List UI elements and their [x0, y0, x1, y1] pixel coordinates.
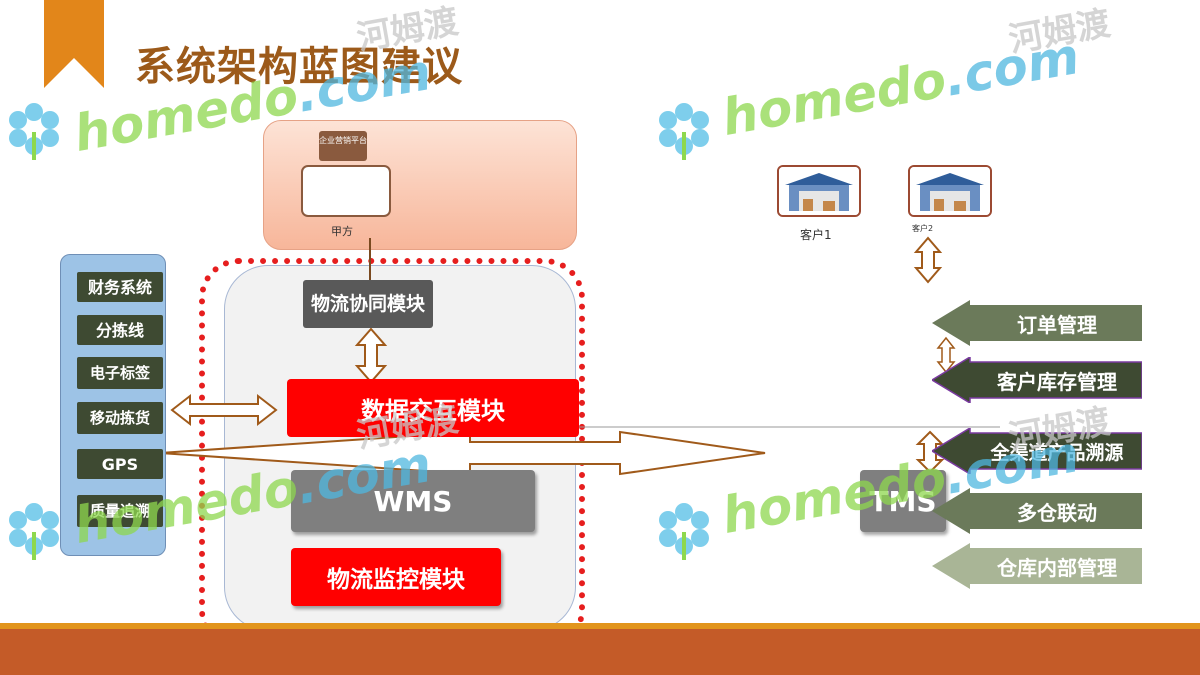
client-screen-icon	[301, 165, 391, 217]
corner-tab-icon	[44, 0, 104, 88]
warehouse-icon	[777, 165, 861, 217]
logistics-monitor-module: 物流监控模块	[291, 548, 501, 606]
client-logo-chip: 企业营销平台	[319, 131, 367, 161]
customer-1-label: 客户1	[800, 228, 832, 242]
warehouse-icon	[908, 165, 992, 217]
collab-data-arrow	[354, 327, 388, 384]
left-system-arrow	[170, 393, 278, 427]
customer-2-label: 客户2	[912, 224, 934, 233]
wms-tms-arrow	[159, 430, 766, 476]
system-sorting-line: 分拣线	[77, 315, 163, 345]
data-exchange-module: 数据交互模块	[287, 379, 579, 437]
watermark-flower-icon	[9, 503, 59, 560]
banner-label: 多仓联动	[1017, 500, 1097, 525]
watermark-flower-icon	[9, 103, 59, 160]
system-finance: 财务系统	[77, 272, 163, 302]
banner-product-trace: 全渠道产品溯源	[932, 428, 1142, 474]
footer-accent-line	[0, 623, 1200, 629]
tms-module: TMS	[860, 470, 946, 532]
watermark-flower-icon	[659, 103, 709, 160]
banner-label: 仓库内部管理	[997, 555, 1117, 580]
customer-arrow	[913, 236, 943, 284]
system-quality-trace: 质量追溯	[77, 495, 163, 527]
system-electronic-label: 电子标签	[77, 357, 163, 389]
wms-module: WMS	[291, 470, 535, 532]
client-label: 甲方	[331, 225, 353, 238]
banner-customer-inventory: 客户库存管理	[932, 357, 1142, 403]
banner-label: 客户库存管理	[997, 369, 1117, 394]
watermark-flower-icon	[659, 503, 709, 560]
banner-order-mgmt: 订单管理	[932, 300, 1142, 346]
footer-bar	[0, 629, 1200, 675]
system-gps: GPS	[77, 449, 163, 479]
banner-label: 全渠道产品溯源	[990, 441, 1124, 464]
banner-internal-mgmt: 仓库内部管理	[932, 543, 1142, 589]
logistics-collab-module: 物流协同模块	[303, 280, 433, 328]
banner-label: 订单管理	[1017, 312, 1097, 337]
banner-multi-warehouse: 多仓联动	[932, 488, 1142, 534]
page-title: 系统架构蓝图建议	[135, 44, 463, 90]
system-mobile-picking: 移动拣货	[77, 402, 163, 434]
